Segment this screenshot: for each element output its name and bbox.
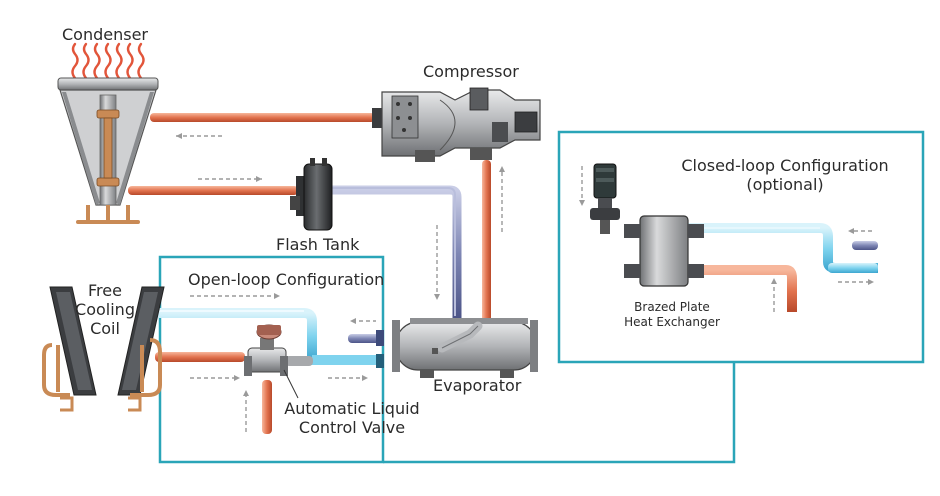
closed-loop-frame: [383, 130, 925, 464]
control-valve-line-1: Automatic Liquid: [284, 399, 420, 418]
evaporator: [392, 318, 538, 378]
pump-icon: [590, 163, 620, 234]
compressor: [372, 87, 541, 162]
hot-gas-pipe: [150, 113, 375, 122]
condenser-label: Condenser: [62, 25, 148, 44]
closed-loop-line-2: (optional): [746, 174, 824, 194]
control-valve-line-2: Control Valve: [298, 417, 406, 437]
brazed-plate-line-2: Heat Exchanger: [624, 315, 720, 329]
flash-tank-label: Flash Tank: [276, 235, 360, 254]
open-loop-return-pipe: [155, 352, 245, 362]
valve-inlet-pipe: [262, 380, 272, 434]
compressor-label: Compressor: [423, 62, 519, 81]
evaporator-label: Evaporator: [433, 376, 522, 395]
valve-icon: [244, 324, 299, 399]
open-loop-supply-pipe: [150, 308, 380, 365]
free-cooling-coil-line-3: Coil: [90, 318, 120, 338]
flame-icon: [71, 42, 145, 80]
free-cooling-coil-label: Free Cooling Coil: [70, 281, 140, 339]
flow-arrows: [176, 135, 872, 432]
closed-loop-label: Closed-loop Configuration (optional): [680, 156, 890, 195]
free-cooling-coil-line-1: Free: [88, 281, 122, 300]
open-loop-label: Open-loop Configuration: [188, 270, 385, 289]
closed-loop-return-pipe: [676, 265, 797, 312]
suction-pipe: [482, 160, 491, 322]
heat-exchanger-icon: [624, 215, 704, 287]
brazed-plate-label: Brazed Plate Heat Exchanger: [612, 300, 732, 330]
liquid-pipe: [128, 186, 298, 195]
flash-tank: [290, 158, 333, 231]
control-valve-label: Automatic Liquid Control Valve: [282, 399, 422, 438]
free-cooling-coil: [42, 286, 165, 412]
free-cooling-coil-line-2: Cooling: [75, 299, 135, 319]
closed-loop-line-1: Closed-loop Configuration: [681, 156, 889, 175]
condenser: [57, 42, 159, 224]
brazed-plate-line-1: Brazed Plate: [634, 300, 710, 314]
